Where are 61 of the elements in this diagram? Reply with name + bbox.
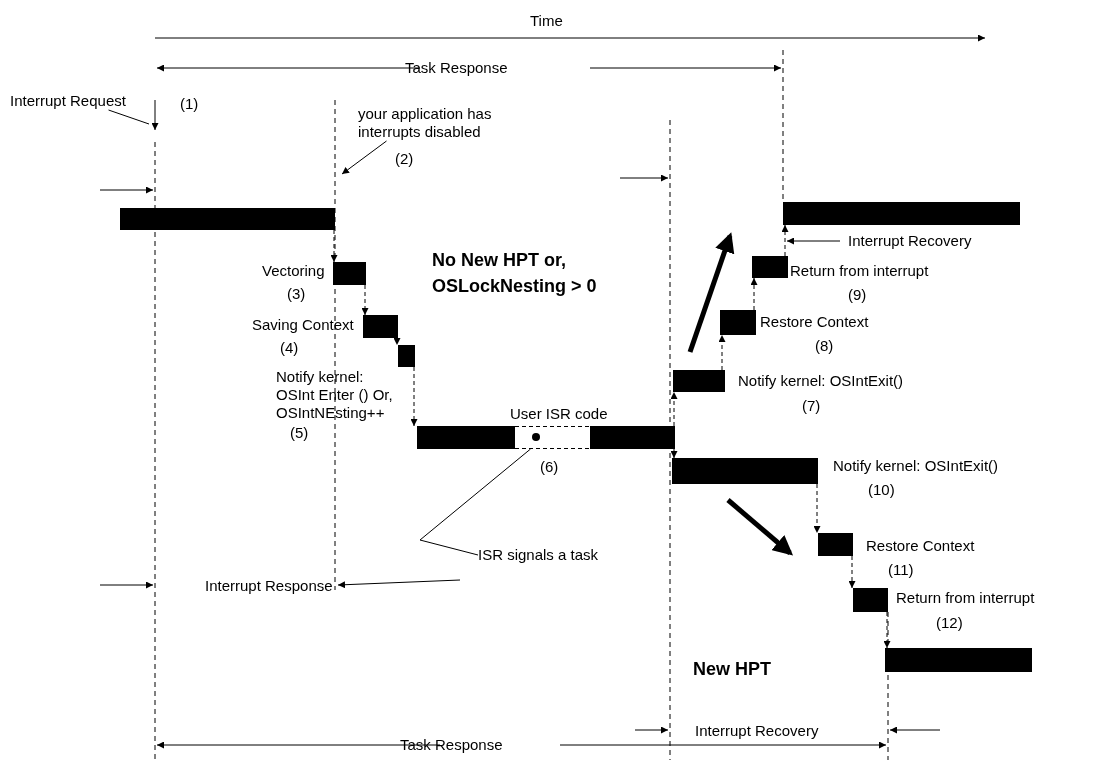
step-caption: (8) xyxy=(815,337,834,355)
timeline-bar xyxy=(720,310,756,335)
step-caption: (11) xyxy=(888,561,914,579)
timeline-bar xyxy=(673,370,725,392)
arrow xyxy=(718,334,726,371)
step-caption: (7) xyxy=(802,397,821,415)
step-caption: Vectoring xyxy=(262,262,325,280)
annotation-text: Interrupt Request xyxy=(10,92,126,110)
timeline-bar xyxy=(333,262,366,285)
timeline-bar xyxy=(818,533,853,556)
timing-label: No New HPT or, OSLockNesting > 0 xyxy=(432,249,598,298)
arrow xyxy=(750,277,758,311)
timing-label: Interrupt Recovery xyxy=(695,722,819,740)
arrow xyxy=(883,611,891,649)
arrow xyxy=(393,337,401,346)
arrow xyxy=(781,224,789,257)
annotation-text: ISR signals a task xyxy=(478,546,599,564)
step-caption: Restore Context xyxy=(760,313,869,331)
timing-label: Interrupt Response xyxy=(205,577,333,595)
timing-label: New HPT xyxy=(693,660,771,678)
step-caption: (1) xyxy=(180,95,199,113)
step-caption: User ISR code xyxy=(510,405,608,423)
timeline-bar xyxy=(752,256,788,278)
step-caption: Saving Context xyxy=(252,316,354,334)
timing-label: Task Response xyxy=(405,59,508,77)
step-caption: Notify kernel: OSIntExit() xyxy=(738,372,904,390)
step-caption: (9) xyxy=(848,286,867,304)
arrow xyxy=(361,284,369,316)
step-caption: (2) xyxy=(395,150,414,168)
step-caption: (3) xyxy=(287,285,306,303)
step-caption: (12) xyxy=(936,614,963,632)
timeline-bar xyxy=(783,202,1020,225)
arrow xyxy=(330,229,338,263)
step-caption: Return from interrupt xyxy=(896,589,1035,607)
leader-line xyxy=(341,140,387,175)
timing-label: Task Response xyxy=(400,736,503,754)
timeline-bar xyxy=(672,458,818,484)
arrow xyxy=(410,366,418,427)
timeline-bar xyxy=(398,345,415,367)
timing-label: Time xyxy=(530,12,563,30)
arrow xyxy=(848,555,856,589)
timeline-bar xyxy=(853,588,888,612)
step-caption: (4) xyxy=(280,339,299,357)
timing-label: Interrupt Recovery xyxy=(848,232,972,250)
arrow xyxy=(813,483,821,534)
step-caption: Return from interrupt xyxy=(790,262,929,280)
arrow xyxy=(670,448,678,459)
timeline-bar xyxy=(363,315,398,338)
leader-line xyxy=(419,448,531,556)
timeline-bar xyxy=(417,426,675,449)
step-caption: Notify kernel: OSIntExit() xyxy=(833,457,999,475)
annotation-text: your application has interrupts disabled xyxy=(358,105,548,141)
step-caption: (5) xyxy=(290,424,309,442)
step-caption: Restore Context xyxy=(866,537,975,555)
arrow xyxy=(670,391,678,427)
timeline-bar xyxy=(120,208,335,230)
leader-line xyxy=(108,109,150,125)
step-caption: (6) xyxy=(540,458,559,476)
step-caption: Notify kernel: OSInt Enter () Or, OSIntNEsting++ xyxy=(276,368,394,422)
timeline-bar xyxy=(885,648,1032,672)
step-caption: (10) xyxy=(868,481,895,499)
